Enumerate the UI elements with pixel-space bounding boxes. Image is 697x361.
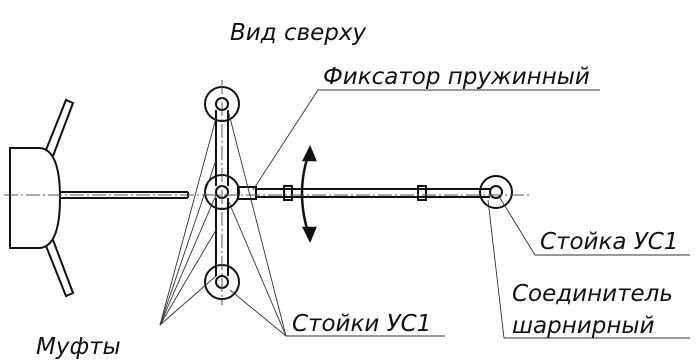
arm [237, 185, 490, 201]
label-posts-multi: Стойки УС1 [292, 311, 431, 337]
leader-lines [159, 89, 690, 339]
label-connector-line1: Соединитель [512, 281, 673, 307]
label-connector-line2: шарнирный [512, 313, 655, 339]
view-title: Вид сверху [230, 20, 367, 46]
rotation-arrow-icon [300, 144, 317, 244]
right-post [479, 175, 513, 209]
label-post-single: Стойка УС1 [540, 229, 678, 255]
center-lines [4, 80, 530, 305]
label-spring-lock: Фиксатор пружинный [323, 64, 590, 90]
base-unit [9, 98, 189, 298]
label-couplings: Муфты [36, 334, 121, 360]
